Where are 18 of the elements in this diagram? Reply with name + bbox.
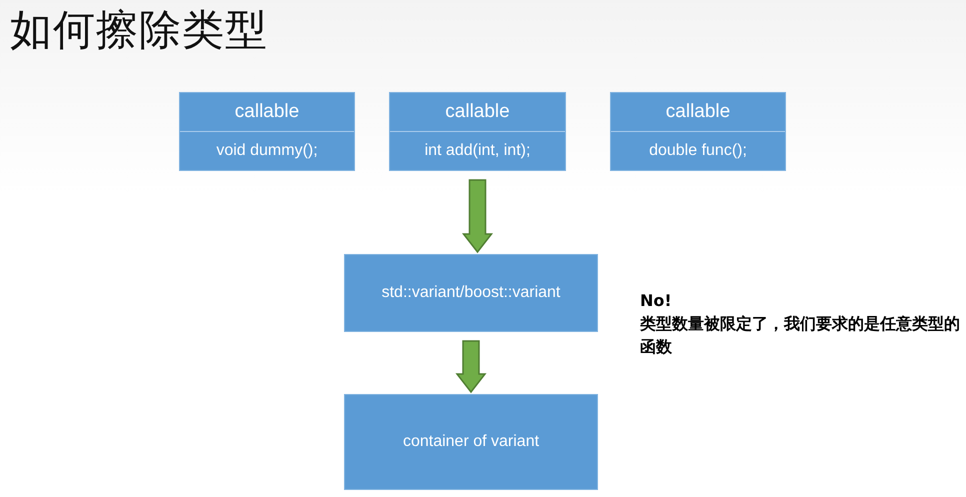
block-arrow — [455, 340, 487, 394]
box-heading: callable — [666, 101, 730, 123]
code-text: int add(int, int); — [424, 142, 530, 160]
box-label: std::variant/boost::variant — [382, 284, 560, 302]
process-box — [344, 394, 598, 490]
block-arrow — [462, 179, 494, 254]
box-heading: callable — [445, 101, 510, 123]
code-text: void dummy(); — [216, 142, 318, 160]
box-label: container of variant — [402, 433, 540, 451]
note-text: 类型数量被限定了，我们要求的是任意类型的函数 — [640, 313, 960, 358]
code-text: double func(); — [649, 142, 747, 160]
process-box — [389, 92, 566, 171]
process-box — [610, 92, 786, 171]
note-text: No! — [640, 290, 673, 312]
box-heading: callable — [234, 101, 300, 123]
process-box — [179, 92, 355, 171]
slide-title: 如何擦除类型 — [10, 4, 268, 56]
process-box — [344, 254, 598, 332]
